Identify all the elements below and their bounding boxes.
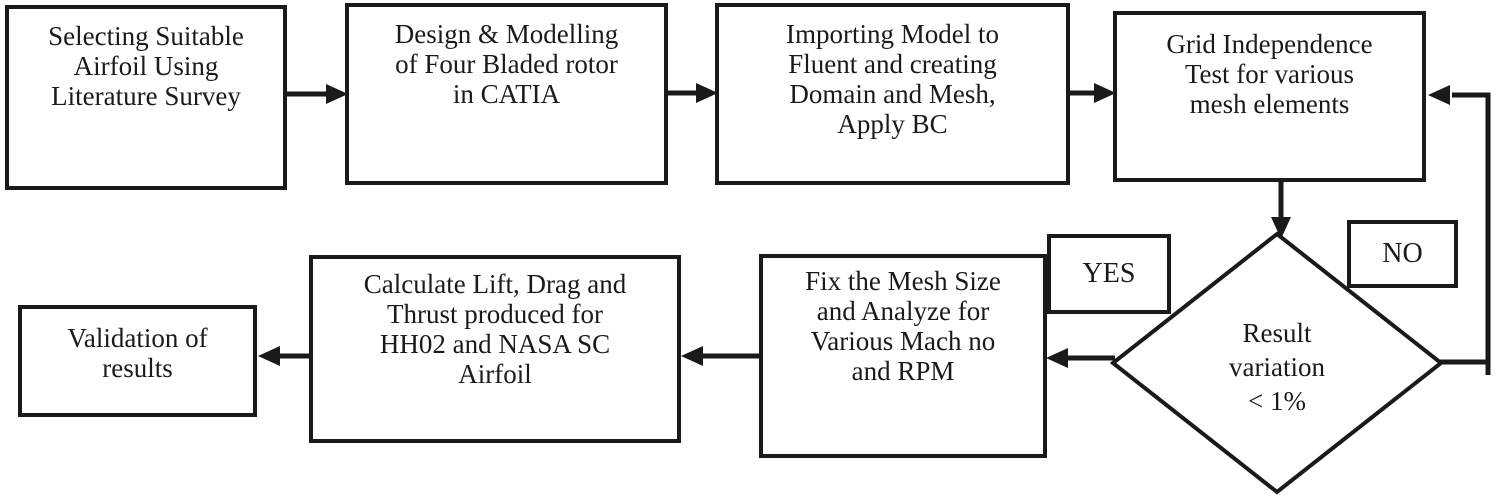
node-design-catia: Design & Modelling of Four Bladed rotor … [345, 3, 668, 185]
arrow-import-to-grid [1068, 83, 1116, 103]
arrow-grid-to-decision [1271, 180, 1291, 239]
arrow-fix-to-calculate [681, 346, 760, 366]
branch-label-no: NO [1347, 220, 1458, 288]
arrow-decision-yes-to-fix [1046, 348, 1115, 368]
node-grid-test: Grid Independence Test for various mesh … [1113, 11, 1426, 182]
arrow-select-to-design [285, 84, 348, 104]
arrow-design-to-import [666, 83, 718, 103]
node-validation: Validation of results [18, 305, 257, 417]
decision-diamond-shape [1109, 231, 1445, 495]
node-import-fluent: Importing Model to Fluent and creating D… [715, 3, 1070, 185]
arrow-decision-no-to-grid [1428, 85, 1491, 375]
branch-label-yes: YES [1047, 234, 1171, 314]
node-fix-mesh: Fix the Mesh Size and Analyze for Variou… [759, 254, 1047, 458]
node-calculate: Calculate Lift, Drag and Thrust produced… [309, 255, 681, 443]
arrow-calculate-to-validation [258, 346, 311, 366]
node-select-airfoil: Selecting Suitable Airfoil Using Literat… [5, 5, 287, 190]
decision-label: Result variation < 1% [1229, 318, 1325, 416]
